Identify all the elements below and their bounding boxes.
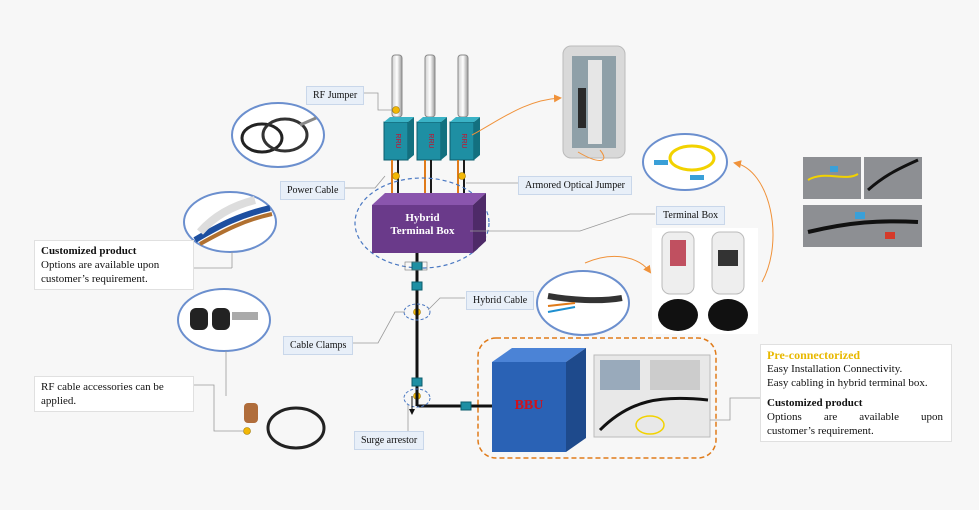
rru-label-2: RRU	[427, 133, 434, 148]
customized-product-note-left: Customized product Options are available…	[34, 240, 194, 290]
armored-optical-jumper-label: Armored Optical Jumper	[518, 176, 632, 195]
bbu-label: BBU	[514, 398, 544, 413]
main-hybrid-cable	[404, 253, 492, 411]
terminal-box-label: Terminal Box	[656, 206, 726, 225]
pre-connectorized-title: Pre-connectorized	[767, 348, 861, 362]
surge-arrestor-outline	[403, 388, 431, 408]
cable-clamps-leader	[352, 311, 405, 344]
bbu-dashed-frame	[477, 337, 717, 459]
pre-connectorized-line1: Easy Installation Connectivity.	[767, 363, 903, 375]
terminal-box-interior-photo	[562, 45, 626, 159]
pigtail-photo-3	[803, 205, 922, 247]
pre-connectorized-note: Pre-connectorized Easy Installation Conn…	[760, 344, 952, 442]
rru-label-1: RRU	[394, 133, 401, 148]
surge-arrestor-label: Surge arrestor	[354, 431, 425, 450]
rru-1	[383, 117, 414, 161]
rru-label-3: RRU	[460, 133, 467, 148]
customized-product-line4: customer’s requirement.	[767, 425, 874, 437]
pigtail-photo-2	[864, 157, 922, 199]
customized-product-line3: Options are available upon	[767, 411, 943, 423]
arrow-to-closures	[584, 255, 652, 274]
rf-accessories-note: RF cable accessories can be applied.	[34, 376, 194, 412]
terminal-box-closures	[652, 228, 758, 334]
antenna-group	[391, 54, 469, 118]
hybrid-terminal-box	[372, 193, 486, 253]
rf-jumper-photo	[231, 102, 325, 168]
hybrid-box-dashed-outline	[354, 177, 490, 269]
pre-connectorized-line2: Easy cabling in hybrid terminal box.	[767, 377, 928, 389]
customized-product-line2: customer’s requirement.	[41, 273, 148, 285]
customized-product-title: Customized product	[41, 245, 137, 257]
cable-clamp-photo	[177, 288, 271, 352]
antenna-3	[457, 54, 469, 118]
rru-group	[383, 117, 480, 161]
cable-clamp-outline	[403, 303, 431, 321]
grounding-kit-photo	[244, 403, 326, 450]
hybrid-box-line1: Hybrid	[405, 212, 440, 224]
rf-accessories-line2: applied.	[41, 395, 77, 407]
cable-clamps-label: Cable Clamps	[283, 336, 354, 355]
customized-product-line1: Options are available upon	[41, 259, 160, 271]
rf-jumper-label: RF Jumper	[306, 86, 365, 105]
hybrid-cable-photo	[536, 270, 630, 336]
customized-product-title-right: Customized product	[767, 397, 863, 409]
pigtail-photo-1	[803, 157, 861, 199]
hybrid-box-line2: Terminal Box	[390, 225, 455, 237]
antenna-2	[424, 54, 436, 118]
rru-3	[449, 117, 480, 161]
hybrid-box-text: Hybrid Terminal Box	[372, 212, 473, 238]
rf-jumper-leader	[358, 92, 392, 111]
fiber-patch-cord-photo	[642, 133, 728, 191]
hybrid-cable-label: Hybrid Cable	[466, 291, 535, 310]
arrow-to-interior	[471, 94, 562, 136]
power-cable-photo	[183, 191, 277, 253]
bbu-box	[492, 348, 586, 452]
power-cable-label: Power Cable	[280, 181, 346, 200]
arrow-to-patch-cord	[733, 160, 774, 283]
hybrid-cable-leader	[427, 297, 465, 311]
bbu-interior-photo	[593, 354, 711, 438]
rf-accessories-line1: RF cable accessories can be	[41, 381, 164, 393]
terminal-box-leader	[470, 213, 655, 232]
rru-2	[416, 117, 447, 161]
